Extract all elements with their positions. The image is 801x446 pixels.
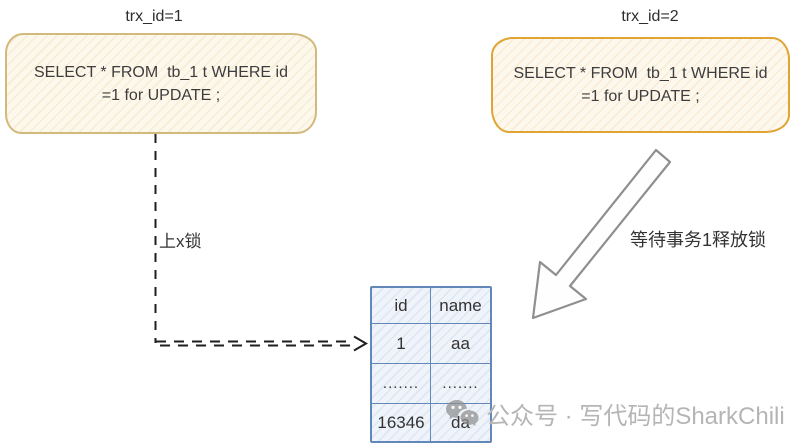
- table-cell-row2-id: .......: [372, 364, 431, 404]
- trx1-sql-line1: SELECT * FROM tb_1 t WHERE id: [34, 63, 288, 81]
- table-cell-row3-id: 16346: [372, 404, 431, 441]
- x-lock-label: 上x锁: [159, 232, 202, 251]
- table-header-id: id: [372, 288, 431, 324]
- x-lock-arrow-head: [353, 335, 368, 352]
- trx1-sql-box: SELECT * FROM tb_1 t WHERE id =1 for UPD…: [5, 33, 317, 134]
- trx2-sql-box: SELECT * FROM tb_1 t WHERE id =1 for UPD…: [491, 37, 790, 133]
- table-cell-row1-id: 1: [372, 324, 431, 364]
- trx2-title: trx_id=2: [621, 8, 679, 25]
- trx2-sql-line1: SELECT * FROM tb_1 t WHERE id: [513, 65, 768, 82]
- wait-for-trx1-label: 等待事务1释放锁: [630, 230, 767, 250]
- trx1-title: trx_id=1: [125, 8, 183, 25]
- db-table-tb1: id name 1 aa ....... ....... 16346 da: [370, 286, 492, 443]
- watermark-text: 公众号 · 写代码的SharkChili: [486, 403, 785, 430]
- trx2-sql-line2: =1 for UPDATE ;: [581, 88, 700, 105]
- wechat-icon: [446, 399, 479, 426]
- watermark: 公众号 · 写代码的SharkChili: [444, 396, 785, 431]
- table-header-name: name: [431, 288, 490, 324]
- trx1-sql-line2: =1 for UPDATE ;: [101, 86, 221, 104]
- table-cell-row1-name: aa: [431, 324, 490, 364]
